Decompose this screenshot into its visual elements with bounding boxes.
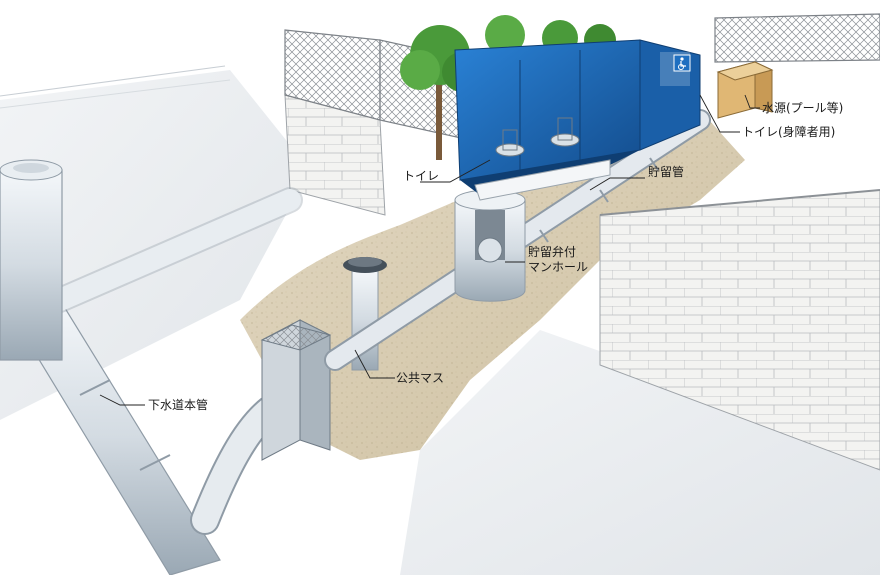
- sewer-main-pipe: [14, 187, 303, 575]
- callout-lines: [99, 94, 760, 406]
- road-bottom: [400, 330, 880, 575]
- label-public-basin: 公共マス: [396, 371, 444, 385]
- leader-storage-pipe: [589, 177, 645, 191]
- label-storage-pipe: 貯留管: [648, 164, 684, 179]
- leader-toilet-accessible: [699, 94, 740, 133]
- toilet-seat: [495, 129, 525, 157]
- water-tank: [716, 61, 774, 119]
- wheelchair-icon: [673, 54, 691, 72]
- tree: [400, 25, 482, 160]
- valve-manhole: [454, 189, 526, 302]
- label-sewer-main: 下水道本管: [148, 397, 208, 412]
- label-valve-manhole-line1: 貯留弁付: [528, 244, 576, 259]
- right-retaining-wall: [599, 189, 880, 471]
- leader-public-basin: [354, 349, 395, 379]
- leader-toilet: [420, 159, 491, 183]
- sewer-manhole: [0, 159, 63, 361]
- toilet-seat: [550, 117, 580, 147]
- public-basin: [260, 319, 332, 461]
- label-toilet-accessible: トイレ(身障者用): [742, 124, 835, 139]
- right-fence: [714, 13, 880, 63]
- label-water-source: 水源(プール等): [762, 101, 843, 115]
- leader-water-source: [744, 94, 760, 109]
- label-toilet: トイレ: [403, 169, 439, 183]
- label-valve-manhole-line2: マンホール: [528, 260, 588, 274]
- leader-sewer-main: [99, 394, 145, 406]
- lateral-pipe: [190, 395, 285, 535]
